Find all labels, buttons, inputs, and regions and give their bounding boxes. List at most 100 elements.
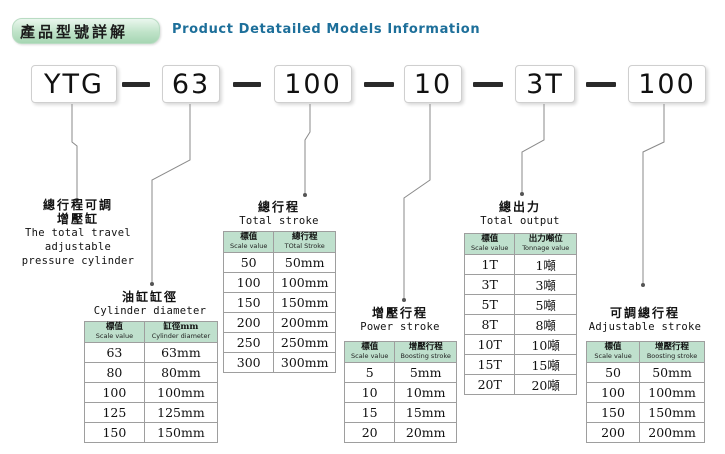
- scale-value-cell: 150: [222, 292, 275, 313]
- code-segment-bore: 63: [162, 65, 220, 103]
- connector-output: [521, 104, 545, 192]
- spec-value-cell: 150mm: [143, 422, 219, 443]
- spec-value-cell: 250mm: [273, 332, 336, 353]
- scale-value-cell: 8T: [463, 314, 516, 335]
- spec-value-cell: 15噸: [514, 354, 577, 375]
- table-header-cn: 標值: [105, 322, 123, 332]
- table-header-cn: 標值: [481, 234, 499, 244]
- spec-value-cell: 200mm: [639, 422, 705, 443]
- scale-value-cell: 250: [222, 332, 275, 353]
- label-series: 總行程可調 增壓缸 The total travel adjustable pr…: [14, 198, 142, 268]
- spec-value-cell: 20mm: [394, 422, 457, 443]
- spec-value-cell: 100mm: [273, 272, 336, 293]
- table-header-cn: 缸徑mm: [163, 322, 199, 332]
- header-title-cn: 產品型號詳解: [20, 23, 129, 41]
- header-title-en: Product Detatailed Models Information: [172, 22, 481, 37]
- table-header-en: Scale value: [230, 242, 268, 250]
- scale-value-cell: 1T: [463, 254, 516, 275]
- table-header-cn: 增壓行程: [655, 342, 690, 352]
- spec-value-cell: 5mm: [394, 362, 457, 383]
- spec-value-cell: 50mm: [273, 252, 336, 273]
- scale-value-cell: 15: [343, 402, 396, 423]
- table-header-en: Scale value: [594, 352, 632, 360]
- label-adjustable-stroke: 可調總行程 Adjustable stroke: [584, 306, 706, 334]
- spec-value-cell: 5噸: [514, 294, 577, 315]
- connector-adjustable-stroke: [642, 104, 665, 283]
- table-header-en: Scale value: [471, 244, 509, 252]
- scale-value-cell: 100: [222, 272, 275, 293]
- spec-value-cell: 80mm: [143, 362, 219, 383]
- label-total-stroke-cn: 總行程: [257, 200, 300, 214]
- label-series-cn2: 增壓缸: [56, 212, 99, 226]
- label-total-stroke: 總行程 Total stroke: [222, 200, 336, 228]
- scale-value-cell: 150: [585, 402, 641, 423]
- scale-value-cell: 15T: [463, 354, 516, 375]
- spec-value-cell: 15mm: [394, 402, 457, 423]
- spec-value-cell: 10mm: [394, 382, 457, 403]
- table-header-en: Boosting stroke: [400, 352, 451, 360]
- scale-value-cell: 63: [84, 342, 145, 363]
- spec-value-cell: 1噸: [514, 254, 577, 275]
- code-dash: [364, 82, 394, 87]
- connector-bore: [151, 104, 191, 282]
- label-power-stroke-cn: 增壓行程: [371, 306, 428, 320]
- table-header-cn: 標值: [240, 232, 258, 242]
- spec-value-cell: 200mm: [273, 312, 336, 333]
- spec-value-cell: 20噸: [514, 374, 577, 395]
- table-header-en: Scale value: [351, 352, 389, 360]
- label-total-output: 總出力 Total output: [464, 200, 576, 228]
- scale-value-cell: 5: [343, 362, 396, 383]
- scale-value-cell: 20: [343, 422, 396, 443]
- scale-value-cell: 100: [84, 382, 145, 403]
- scale-value-cell: 10T: [463, 334, 516, 355]
- table-header-en: Boosting stroke: [646, 352, 698, 360]
- label-series-en1: The total travel: [25, 227, 131, 239]
- code-dash: [473, 82, 503, 87]
- spec-value-cell: 100mm: [143, 382, 219, 403]
- scale-value-cell: 125: [84, 402, 145, 423]
- label-total-output-en: Total output: [480, 215, 560, 227]
- code-dash: [122, 82, 150, 87]
- connector-series: [71, 104, 78, 198]
- spec-value-cell: 100mm: [639, 382, 705, 403]
- label-series-en2: adjustable: [44, 241, 112, 253]
- label-series-en3: pressure cylinder: [21, 255, 135, 267]
- code-dash: [233, 82, 261, 87]
- spec-value-cell: 300mm: [273, 352, 336, 373]
- header-title-tab: [12, 18, 160, 44]
- table-header-cn: 標值: [604, 342, 622, 352]
- spec-value-cell: 10噸: [514, 334, 577, 355]
- spec-value-cell: 3噸: [514, 274, 577, 295]
- label-total-output-cn: 總出力: [498, 200, 541, 214]
- code-dash: [586, 82, 616, 87]
